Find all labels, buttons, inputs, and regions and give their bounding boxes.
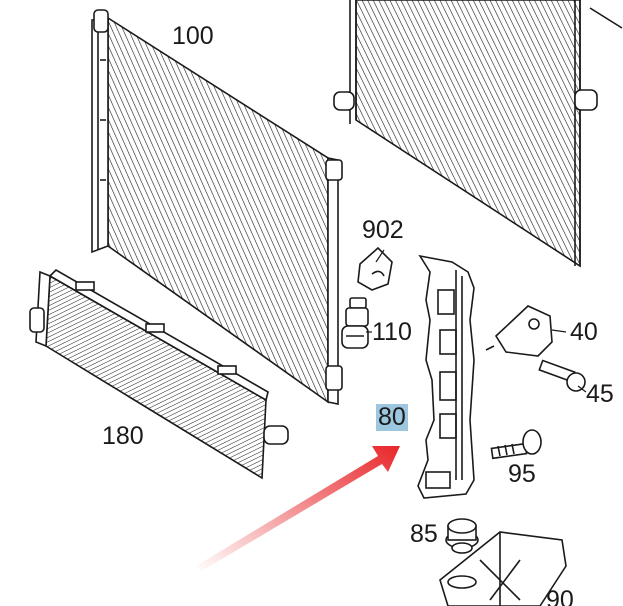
cooler-180	[29, 269, 289, 480]
part-110	[341, 297, 369, 349]
callout-85: 85	[410, 520, 438, 548]
grommet-85	[445, 518, 479, 554]
callout-95: 95	[508, 460, 536, 488]
callout-90: 90	[546, 586, 574, 606]
callout-110: 110	[372, 318, 412, 346]
bolt-95	[490, 429, 542, 460]
condenser-100	[91, 9, 343, 405]
radiator-rear	[333, 0, 623, 268]
part-40	[485, 305, 553, 357]
callout-80-highlighted: 80	[376, 403, 408, 431]
screw-45	[538, 359, 586, 392]
bracket-90	[439, 531, 567, 606]
callout-180: 180	[102, 422, 144, 450]
bracket-80	[417, 254, 475, 499]
callout-100: 100	[172, 22, 214, 50]
leader-lines	[366, 249, 587, 393]
callout-902: 902	[362, 216, 404, 244]
pointer-arrow	[196, 446, 400, 572]
callout-40: 40	[570, 318, 598, 346]
part-902	[357, 246, 393, 291]
callout-45: 45	[586, 380, 614, 408]
